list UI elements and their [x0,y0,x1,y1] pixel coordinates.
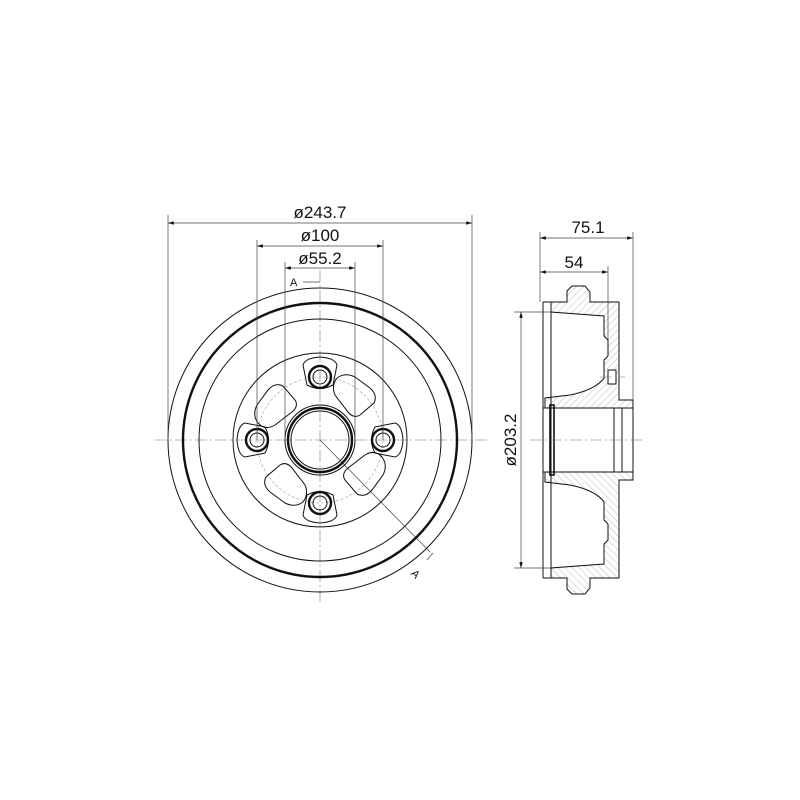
front-view: ø243.7 ø100 ø55.2 A A [155,203,490,605]
drum-inner-edge [198,318,442,562]
side-section-view: 75.1 54 ø203.2 [501,218,645,595]
section-line [319,439,431,553]
hub-flange [232,352,408,528]
bolt-circle-label: ø100 [301,226,340,245]
overall-width-label: 75.1 [571,218,604,237]
bolt-hole-bottom [302,490,338,524]
section-half-top [543,285,634,409]
section-mark-top: A [290,277,298,289]
drum-rim [181,301,459,579]
braking-diameter-label: ø203.2 [501,414,520,467]
outer-diameter-label: ø243.7 [294,203,347,222]
section-mark-bottom: A [408,568,422,582]
drum-depth-label: 54 [565,253,584,272]
section-half-bottom [543,471,634,595]
bolt-hole-top [302,356,338,390]
center-bore-label: ø55.2 [298,249,341,268]
hub-windows [254,374,386,506]
